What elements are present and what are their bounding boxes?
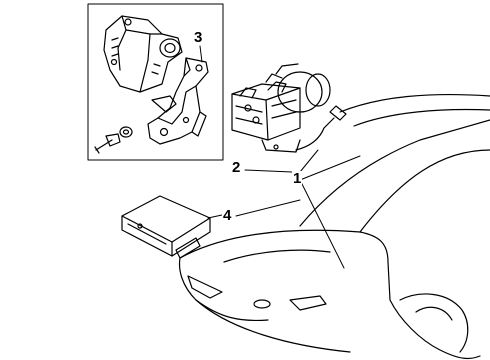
leader-3 [199, 45, 203, 63]
actuator-body [103, 15, 183, 93]
leader-4 [207, 214, 223, 219]
callout-4: 4 [222, 207, 233, 224]
abs-hydraulic-unit [231, 63, 347, 153]
leader-1a [299, 149, 319, 173]
vehicle-front [178, 93, 490, 360]
mounting-bracket [147, 57, 209, 145]
callout-2: 2 [231, 159, 242, 176]
detail-inset-box [87, 3, 224, 161]
leader-1b [299, 179, 345, 269]
callout-1: 1 [292, 170, 303, 187]
fastener-set [94, 126, 133, 154]
control-module [121, 195, 211, 259]
callout-3: 3 [193, 29, 204, 46]
leader-4b [235, 199, 301, 217]
leader-2 [244, 169, 293, 173]
leader-1c [299, 155, 361, 181]
